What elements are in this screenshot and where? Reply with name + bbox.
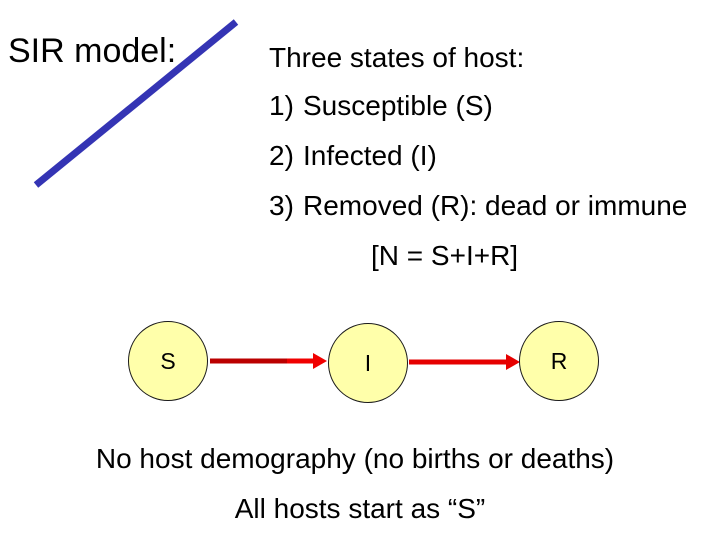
node-label-r: R	[550, 347, 568, 374]
population-equation: [N = S+I+R]	[371, 240, 519, 271]
arrow-i-to-r-head	[506, 354, 520, 370]
state-list-item-removed: 3) Removed (R): dead or immune	[269, 189, 687, 223]
state-item-number: 2)	[269, 140, 294, 171]
node-label-s: S	[160, 347, 176, 374]
intro-text: Three states of host:	[269, 42, 525, 73]
arrow-s-to-i-head	[313, 353, 327, 369]
state-item-number: 3)	[269, 190, 294, 221]
state-item-label: Infected (I)	[303, 140, 437, 171]
state-item-number: 1)	[269, 90, 294, 121]
page-title: SIR model:	[8, 32, 177, 70]
state-list-item-infected: 2) Infected (I)	[269, 139, 437, 173]
state-item-label: Susceptible (S)	[303, 90, 493, 121]
state-list-item-susceptible: 1) Susceptible (S)	[269, 89, 493, 123]
node-circle-infected: I	[328, 323, 408, 403]
node-circle-removed: R	[519, 321, 599, 401]
node-circle-susceptible: S	[128, 321, 208, 401]
arrow-i-to-r	[409, 354, 520, 370]
footer-demography-text: No host demography (no births or deaths)	[95, 443, 615, 474]
node-label-i: I	[364, 349, 372, 376]
state-item-label: Removed (R): dead or immune	[303, 190, 688, 221]
footer-start-state-text: All hosts start as “S”	[234, 493, 486, 524]
arrow-s-to-i	[210, 353, 327, 369]
